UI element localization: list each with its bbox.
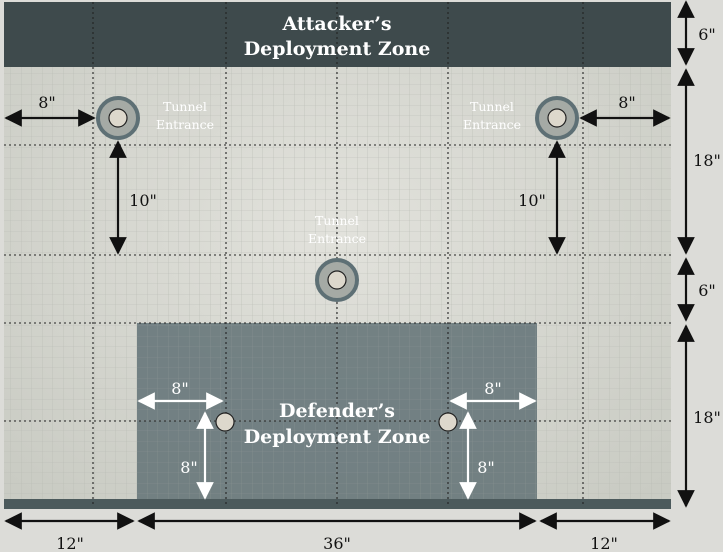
dim-def-left-vertical: 8": [180, 458, 198, 477]
objective-marker-right: [438, 412, 458, 432]
objective-marker-left: [215, 412, 235, 432]
measure-arrows-white: [137, 392, 537, 500]
measure-arrows-black: [4, 109, 671, 255]
dim-right-side-4: 18": [693, 408, 721, 427]
tunnel-entrance-center: [315, 258, 359, 302]
tunnel-label-right-line1: Tunnel: [470, 99, 514, 114]
dim-def-left-horizontal: 8": [171, 379, 189, 398]
dim-right-vertical: 10": [518, 191, 546, 210]
dim-right-offset: 8": [618, 93, 636, 112]
dim-bottom-center: 36": [323, 534, 351, 552]
defender-zone-label-line1: Defender’s: [279, 400, 395, 422]
dim-bottom-left: 12": [56, 534, 84, 552]
tunnel-label-right-line2: Entrance: [463, 117, 521, 132]
dim-bottom-right: 12": [590, 534, 618, 552]
dim-right-side-3: 6": [698, 281, 716, 300]
tunnel-label-left-line1: Tunnel: [163, 99, 207, 114]
defender-zone-label-line2: Deployment Zone: [244, 426, 431, 448]
attacker-zone-label-line2: Deployment Zone: [244, 38, 431, 60]
tunnel-label-center-line2: Entrance: [308, 231, 366, 246]
dim-right-side-1: 6": [698, 25, 716, 44]
dim-def-right-vertical: 8": [477, 458, 495, 477]
tunnel-label-left-line2: Entrance: [156, 117, 214, 132]
dim-def-right-horizontal: 8": [484, 379, 502, 398]
tunnel-entrance-left: [96, 96, 140, 140]
tunnel-entrance-right: [535, 96, 579, 140]
dim-right-side-2: 18": [693, 151, 721, 170]
dim-left-vertical: 10": [129, 191, 157, 210]
attacker-zone-label-line1: Attacker’s: [281, 13, 391, 35]
tunnel-label-center-line1: Tunnel: [315, 213, 359, 228]
dim-left-offset: 8": [38, 93, 56, 112]
